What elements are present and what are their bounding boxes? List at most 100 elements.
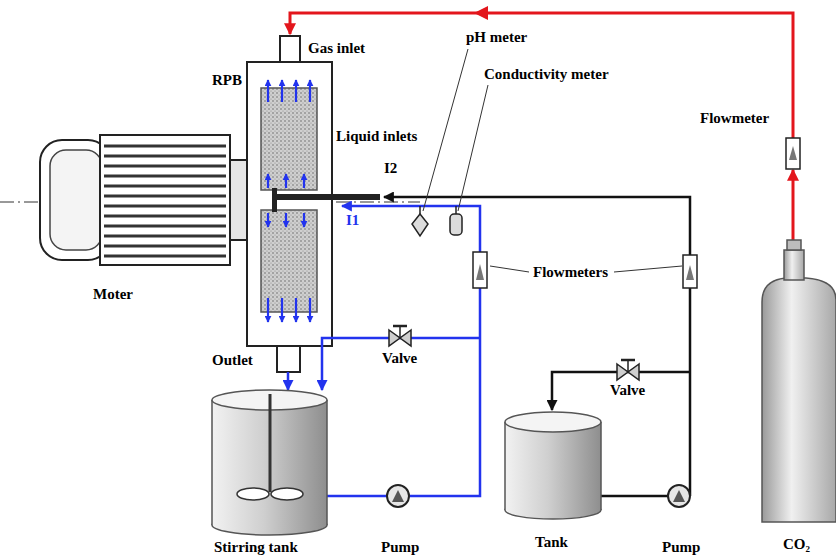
- tank: [505, 412, 601, 519]
- pump-mark: [392, 490, 404, 502]
- pump-body: [387, 485, 409, 507]
- tank-top: [505, 412, 601, 432]
- part-label: Gas inlet: [308, 40, 365, 57]
- second-liquid-loop: [384, 197, 697, 519]
- liquid-pipe: [327, 495, 387, 498]
- leader-lines: [423, 49, 682, 272]
- flow-arrow: [474, 6, 488, 20]
- liquid-pipe: [409, 288, 480, 496]
- valve-symbol: [617, 360, 639, 380]
- valve-handle: [621, 359, 635, 362]
- probe-stem: [455, 206, 457, 214]
- flow-arrow: [267, 80, 269, 102]
- liquid-inlet-pipe: [275, 194, 380, 200]
- valve-body: [400, 330, 411, 346]
- leader-line: [458, 85, 488, 211]
- instrument-label: Flowmeter: [700, 110, 769, 127]
- rpb-housing: [247, 62, 332, 346]
- motor-end-cap-inner: [50, 150, 102, 250]
- cylinder-neck: [784, 250, 804, 280]
- packing-upper: [261, 88, 317, 190]
- part-label: Moter: [93, 286, 133, 303]
- flow-arrow: [285, 213, 287, 227]
- valve-symbol: [389, 326, 411, 346]
- outlet-pipe: [287, 372, 290, 390]
- flowmeter-float: [686, 265, 694, 280]
- flowmeter-float: [789, 146, 797, 160]
- pump-mark: [673, 490, 685, 502]
- probe-body: [412, 214, 428, 236]
- flowmeter-float: [476, 264, 484, 280]
- pH-probe: [412, 206, 428, 236]
- flow-arrow: [281, 80, 283, 102]
- valve-body: [628, 364, 639, 380]
- liquid-flowmeter: [473, 252, 487, 288]
- leader-line: [423, 49, 468, 211]
- valve-stem: [627, 360, 629, 372]
- motor: [40, 135, 247, 265]
- part-label: Valve: [610, 382, 645, 399]
- part-label: RPB: [212, 72, 242, 89]
- instrument-label: pH meter: [466, 29, 527, 46]
- valve-body: [389, 330, 400, 346]
- inlet-label: I2: [384, 160, 397, 177]
- flow-arrow: [285, 174, 287, 188]
- flow-arrow: [267, 174, 269, 188]
- leader-line: [614, 266, 682, 272]
- part-label: Liquid inlets: [336, 128, 417, 145]
- tank-wall: [326, 400, 328, 525]
- instrument-label: Conductivity meter: [484, 66, 609, 83]
- pump-body: [668, 485, 690, 507]
- tank-wall: [600, 422, 602, 510]
- flow-arrow: [281, 298, 283, 322]
- cylinder-body: [762, 278, 836, 522]
- instrument-label: Flowmeters: [533, 264, 608, 281]
- impeller-blade: [271, 488, 303, 500]
- motor-flange: [230, 160, 247, 240]
- liquid-pipe: [342, 206, 480, 252]
- liquid-pipe: [601, 495, 668, 498]
- tank-wall: [211, 400, 213, 525]
- part-label: Valve: [382, 350, 417, 367]
- motor-fins: [104, 146, 226, 256]
- impeller-blade: [237, 488, 269, 500]
- motor-body: [100, 135, 230, 265]
- part-label: Stirring tank: [214, 539, 298, 556]
- flow-arrow: [303, 174, 305, 188]
- tank-wall: [504, 422, 506, 510]
- part-label: Outlet: [212, 352, 253, 369]
- pump-symbol: [668, 485, 690, 507]
- packing-lower: [261, 210, 317, 312]
- bypass-pipe: [322, 338, 480, 390]
- flow-arrow: [295, 298, 297, 322]
- conductivity-probe: [450, 206, 462, 235]
- rotating-packed-bed: [247, 36, 380, 372]
- flow-arrow: [267, 213, 269, 227]
- cylinder-valve: [787, 240, 801, 250]
- part-label: Pump: [662, 539, 700, 556]
- valve-handle: [393, 325, 407, 328]
- valve-body: [617, 364, 628, 380]
- stirrer-shaft: [269, 394, 272, 492]
- valve-stem: [399, 326, 401, 338]
- probe-body: [450, 214, 462, 235]
- outlet-nozzle: [277, 346, 300, 372]
- co2-cylinder: [762, 240, 836, 522]
- pump-symbol: [387, 485, 409, 507]
- liquid-flowmeter: [683, 255, 697, 288]
- part-label: Pump: [381, 539, 419, 556]
- first-liquid-loop: [212, 206, 487, 535]
- gas-inlet-nozzle: [280, 36, 300, 62]
- gas-flowmeter: [786, 138, 800, 169]
- gas-pipe: [290, 13, 793, 138]
- flow-arrow: [303, 213, 305, 227]
- stirring-tank: [212, 390, 327, 535]
- flow-arrow: [309, 298, 311, 322]
- part-label: Tank: [535, 534, 568, 551]
- gas-pipe: [792, 170, 795, 240]
- part-label: CO₂: [783, 536, 810, 553]
- liquid-flow-arrows: [268, 80, 310, 322]
